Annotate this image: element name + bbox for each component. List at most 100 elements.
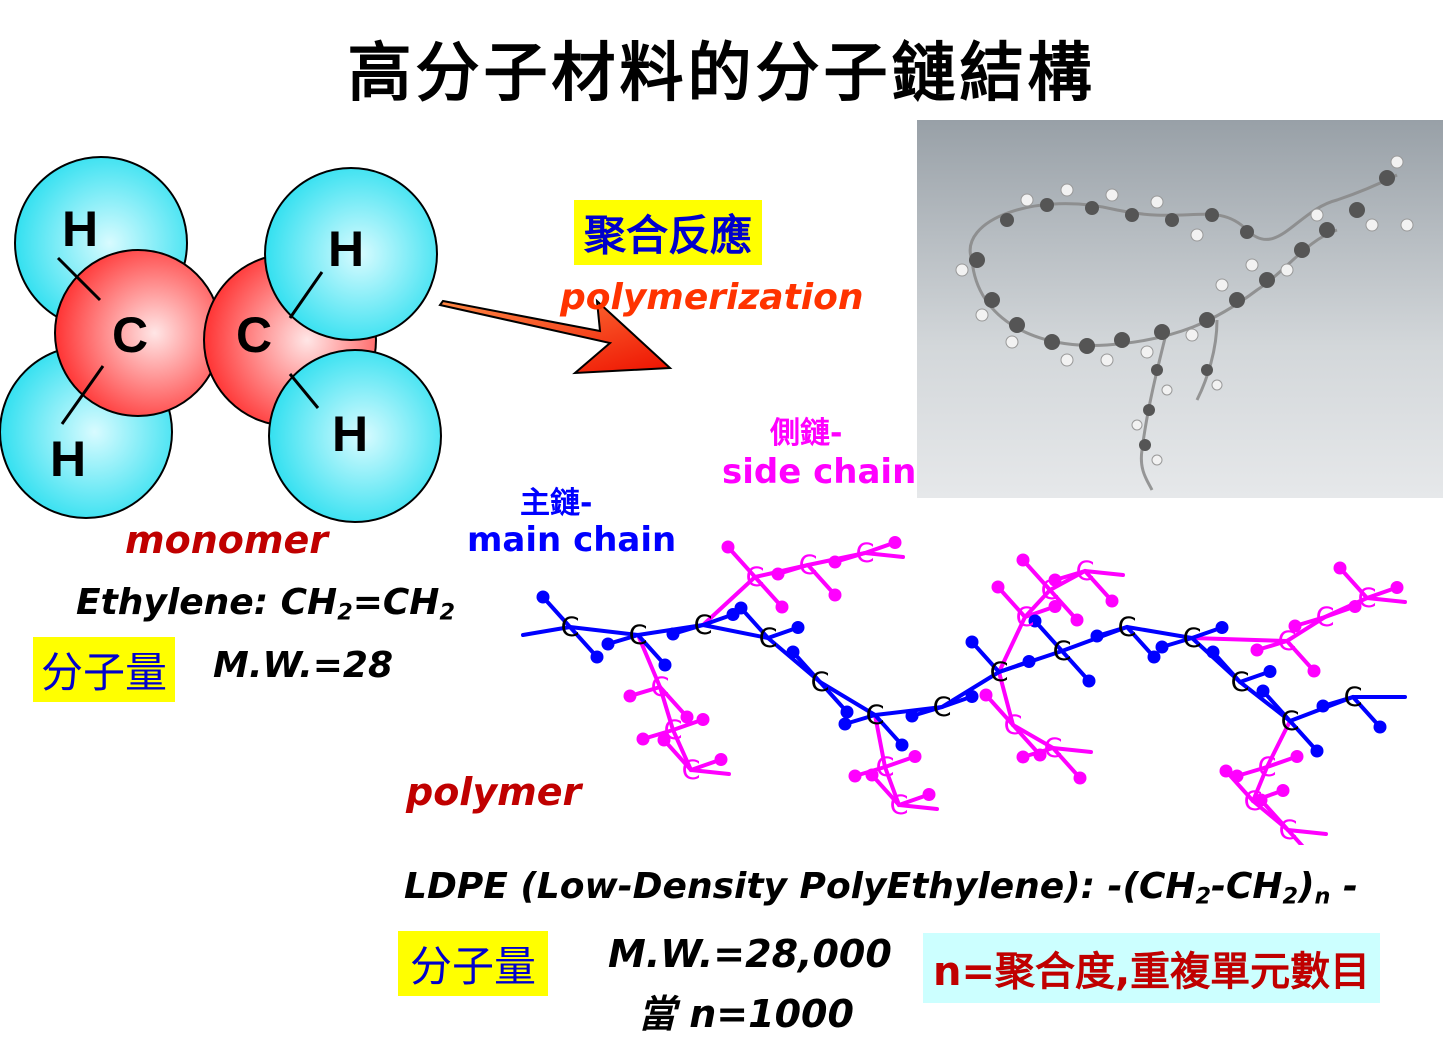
side-chain-hydrogen-dot bbox=[771, 567, 785, 581]
side-chain-hydrogen-dot bbox=[1048, 573, 1062, 587]
atom-label-c: C bbox=[112, 307, 148, 363]
side-chain-hydrogen-dot bbox=[828, 555, 842, 569]
main-chain-carbon: C bbox=[1053, 636, 1072, 667]
side-chain-hydrogen-dot bbox=[623, 689, 637, 703]
side-chain-hydrogen-bond bbox=[662, 738, 693, 772]
side-chain-hydrogen-bond bbox=[726, 545, 757, 579]
side-chain-label-en: side chain bbox=[722, 452, 917, 492]
main-chain-hydrogen-bond bbox=[1261, 689, 1292, 723]
polymer-mw-value: M.W.=28,000 bbox=[608, 932, 892, 976]
side-chain-carbon: C bbox=[1004, 710, 1023, 741]
side-chain-carbon: C bbox=[1358, 583, 1377, 614]
side-chain-hydrogen-bond bbox=[1338, 566, 1369, 600]
main-chain-hydrogen-dot bbox=[658, 658, 672, 672]
main-chain-hydrogen-dot bbox=[536, 590, 550, 604]
main-chain-hydrogen-bond bbox=[873, 713, 904, 747]
main-chain-carbon: C bbox=[1344, 682, 1363, 713]
main-chain-hydrogen-bond bbox=[568, 625, 599, 659]
main-chain-hydrogen-dot bbox=[1022, 655, 1036, 668]
side-chain-bond bbox=[701, 575, 757, 627]
side-chain-bond bbox=[883, 765, 901, 807]
side-chain-bond bbox=[671, 728, 693, 772]
atom-label-h: H bbox=[332, 406, 368, 462]
side-chain-hydrogen-dots bbox=[623, 536, 1404, 807]
side-chain-hydrogen-bond bbox=[1286, 828, 1305, 845]
side-chain-hydrogen-dot bbox=[991, 580, 1005, 594]
main-chain-hydrogen-bond bbox=[636, 633, 667, 667]
main-chain-carbon: C bbox=[1183, 623, 1202, 654]
monomer-mw-label: 分子量 bbox=[33, 637, 176, 702]
main-chain-carbon: C bbox=[694, 610, 713, 641]
main-chain-label-zh: 主鏈- bbox=[520, 486, 593, 521]
side-chain-hydrogen-dot bbox=[979, 688, 993, 702]
side-chain-bond bbox=[658, 685, 675, 732]
main-chain-hydrogen-bond bbox=[1288, 719, 1319, 753]
side-chain-hydrogen-dot bbox=[721, 540, 735, 554]
main-chain-carbon: C bbox=[561, 612, 580, 643]
main-chain-hydrogen-dot bbox=[786, 645, 800, 659]
side-chain-carbon: C bbox=[856, 538, 875, 569]
side-chain-carbon: C bbox=[1278, 626, 1297, 657]
main-chain-bond bbox=[940, 670, 1001, 709]
polymerization-label-zh: 聚合反應 bbox=[574, 200, 763, 265]
main-chain-carbon: C bbox=[1118, 612, 1137, 643]
side-chain-hydrogen-dot bbox=[848, 769, 862, 783]
main-chain-hydrogen-dot bbox=[1147, 650, 1161, 664]
side-chain-hydrogen-bond bbox=[996, 585, 1027, 619]
main-chain-hydrogen-dot bbox=[1028, 614, 1042, 628]
side-chain-hydrogen-dot bbox=[1219, 764, 1233, 778]
main-chain-hydrogen-dot bbox=[838, 717, 852, 731]
side-chain-bond bbox=[997, 670, 1015, 727]
side-chain-hydrogen-dot bbox=[1276, 784, 1290, 797]
side-chain-bond bbox=[897, 803, 939, 811]
side-chain-carbon: C bbox=[682, 755, 701, 786]
main-chain-hydrogen-dot bbox=[905, 709, 919, 723]
side-chain-carbon: C bbox=[1076, 556, 1095, 587]
ldpe-formula: LDPE (Low-Density PolyEthylene): -(CH2-C… bbox=[404, 866, 1358, 910]
main-chain-hydrogen-dot bbox=[1263, 665, 1277, 678]
main-chain-hydrogen-dot bbox=[1373, 720, 1387, 734]
main-chain-hydrogen-dot bbox=[590, 650, 604, 664]
side-chain-hydrogen-dot bbox=[1070, 613, 1084, 627]
main-chain-carbon: C bbox=[811, 667, 830, 698]
side-chain-hydrogen-dot bbox=[1307, 664, 1321, 678]
side-chain-carbon: C bbox=[651, 672, 670, 703]
side-chain-hydrogen-bond bbox=[1259, 798, 1290, 832]
side-chain-hydrogen-dot bbox=[922, 788, 936, 801]
side-chain-hydrogen-bond bbox=[806, 563, 837, 597]
main-chain-bond bbox=[521, 625, 572, 637]
main-chain-bond bbox=[818, 680, 877, 717]
main-chain-hydrogen-dot bbox=[1256, 684, 1270, 698]
side-chain-hydrogen-dot bbox=[1333, 561, 1347, 575]
main-chain-hydrogen-dot bbox=[1155, 640, 1169, 654]
side-chain-bond bbox=[1051, 746, 1093, 754]
side-chain-carbon: C bbox=[664, 715, 683, 746]
carbon-spheres bbox=[969, 170, 1395, 451]
side-chain-bond bbox=[1265, 719, 1292, 769]
main-chain-label-en: main chain bbox=[467, 520, 677, 560]
polymer-3d-render-image bbox=[917, 120, 1443, 498]
main-chain-hydrogen-dot bbox=[895, 738, 909, 752]
main-chain-hydrogen-dot bbox=[1316, 699, 1330, 713]
side-chain-hydrogen-dot bbox=[680, 710, 694, 724]
main-chain-hydrogen-dot bbox=[840, 705, 854, 719]
main-chain-carbon: C bbox=[759, 623, 778, 654]
side-chain-hydrogen-bond bbox=[1048, 588, 1079, 622]
side-chain-bond bbox=[1083, 569, 1125, 577]
side-chain-hydrogen-bond bbox=[984, 693, 1015, 727]
side-chain-bond bbox=[1365, 596, 1407, 604]
side-chain-hydrogen-dot bbox=[828, 588, 842, 602]
main-chain-carbon: C bbox=[1231, 667, 1250, 698]
polymer-mw-label: 分子量 bbox=[398, 931, 549, 996]
side-chain-bond bbox=[1011, 723, 1055, 750]
side-chain-hydrogen-dot bbox=[1230, 769, 1244, 783]
side-chain-bond bbox=[1023, 588, 1052, 619]
polymer-label: polymer bbox=[406, 770, 582, 814]
ethylene-molecule: H H C C H H bbox=[0, 156, 442, 523]
side-chain-hydrogen-dot bbox=[1073, 771, 1087, 785]
monomer-label: monomer bbox=[125, 518, 328, 562]
monomer-mw-value: M.W.=28 bbox=[213, 645, 394, 686]
main-chain-hydrogen-dot bbox=[734, 601, 748, 615]
ethylene-formula: Ethylene: CH2=CH2 bbox=[76, 582, 455, 626]
